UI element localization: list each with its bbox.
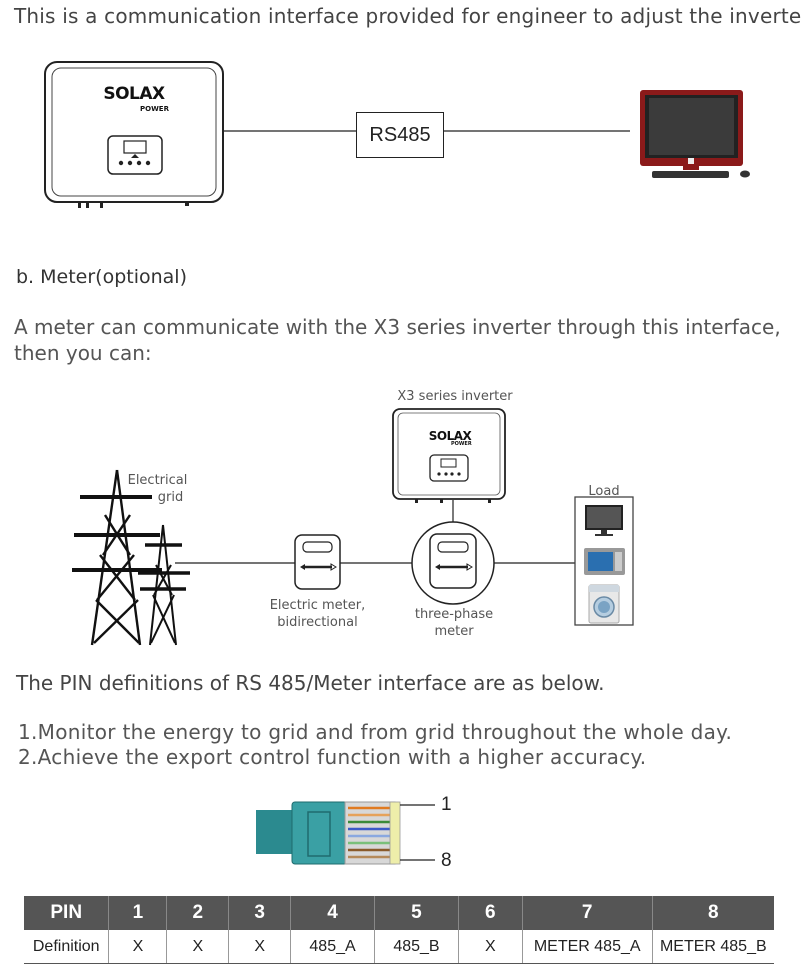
section-heading: b. Meter(optional) bbox=[16, 266, 187, 288]
three-phase-meter-label-line2: meter bbox=[434, 624, 474, 639]
table-header-cell: PIN bbox=[24, 896, 110, 930]
pin-last-label: 8 bbox=[441, 850, 452, 871]
pin-definition-table: PIN 1 2 3 4 5 6 7 8 Definition X X X 485… bbox=[24, 896, 774, 964]
table-cell: 485_B bbox=[374, 930, 459, 964]
x3-inverter-label: X3 series inverter bbox=[397, 389, 513, 404]
rs485-box: RS485 bbox=[356, 112, 444, 158]
table-cell: X bbox=[166, 930, 230, 964]
table-cell: X bbox=[228, 930, 292, 964]
table-header-row: PIN 1 2 3 4 5 6 7 8 bbox=[24, 896, 774, 930]
electric-meter-icon bbox=[294, 534, 341, 590]
table-cell: X bbox=[458, 930, 523, 964]
list-item: 2.Achieve the export control function wi… bbox=[18, 745, 647, 769]
grid-label-line2: grid bbox=[157, 490, 184, 505]
table-header-cell: 1 bbox=[108, 896, 168, 930]
microwave-icon bbox=[584, 548, 625, 575]
table-header-cell: 6 bbox=[458, 896, 523, 930]
table-cell: 485_A bbox=[290, 930, 375, 964]
pin-first-label: 1 bbox=[441, 794, 452, 815]
meter-connection-diagram bbox=[72, 408, 634, 646]
three-phase-meter-icon bbox=[411, 521, 495, 605]
table-header-cell: 4 bbox=[290, 896, 375, 930]
three-phase-meter-label-line1: three-phase bbox=[414, 607, 494, 622]
table-cell: METER 485_A bbox=[522, 930, 653, 964]
inverter-brand-sub: POWER bbox=[140, 105, 169, 113]
rs485-connection-diagram bbox=[44, 61, 750, 208]
table-cell: METER 485_B bbox=[652, 930, 774, 964]
intro-text: This is a communication interface provid… bbox=[14, 4, 801, 28]
table-header-cell: 8 bbox=[652, 896, 774, 930]
grid-label-line1: Electrical bbox=[127, 473, 188, 488]
pin-intro-text: The PIN definitions of RS 485/Meter inte… bbox=[16, 671, 605, 695]
load-label: Load bbox=[588, 484, 620, 499]
washing-machine-icon bbox=[588, 584, 620, 624]
power-pylon-icon bbox=[72, 469, 162, 646]
table-cell: X bbox=[108, 930, 168, 964]
x3-inverter-brand-sub: POWER bbox=[451, 441, 472, 447]
power-pylon-small-icon bbox=[138, 524, 190, 646]
electric-meter-label-line2: bidirectional bbox=[277, 615, 358, 630]
grid-label: Electrical grid bbox=[110, 472, 205, 506]
table-cell: Definition bbox=[24, 930, 110, 964]
inverter-illustration bbox=[44, 61, 224, 208]
electric-meter-label: Electric meter, bidirectional bbox=[255, 597, 380, 631]
tv-icon bbox=[585, 505, 623, 536]
computer-monitor-icon bbox=[640, 90, 750, 178]
three-phase-meter-label: three-phase meter bbox=[400, 606, 508, 640]
table-header-cell: 2 bbox=[166, 896, 230, 930]
x3-inverter-brand-logo: SOLAX bbox=[428, 429, 472, 443]
table-header-cell: 7 bbox=[522, 896, 653, 930]
list-item: 1.Monitor the energy to grid and from gr… bbox=[18, 720, 733, 744]
table-header-cell: 3 bbox=[228, 896, 292, 930]
x3-inverter-illustration bbox=[392, 408, 506, 503]
inverter-brand-logo: SOLAX bbox=[103, 84, 165, 104]
electric-meter-label-line1: Electric meter, bbox=[269, 598, 366, 613]
load-box bbox=[574, 496, 634, 626]
table-header-cell: 5 bbox=[374, 896, 459, 930]
table-row: Definition X X X 485_A 485_B X METER 485… bbox=[24, 930, 774, 964]
section-paragraph: A meter can communicate with the X3 seri… bbox=[14, 315, 781, 365]
rj45-connector-icon bbox=[256, 801, 435, 865]
